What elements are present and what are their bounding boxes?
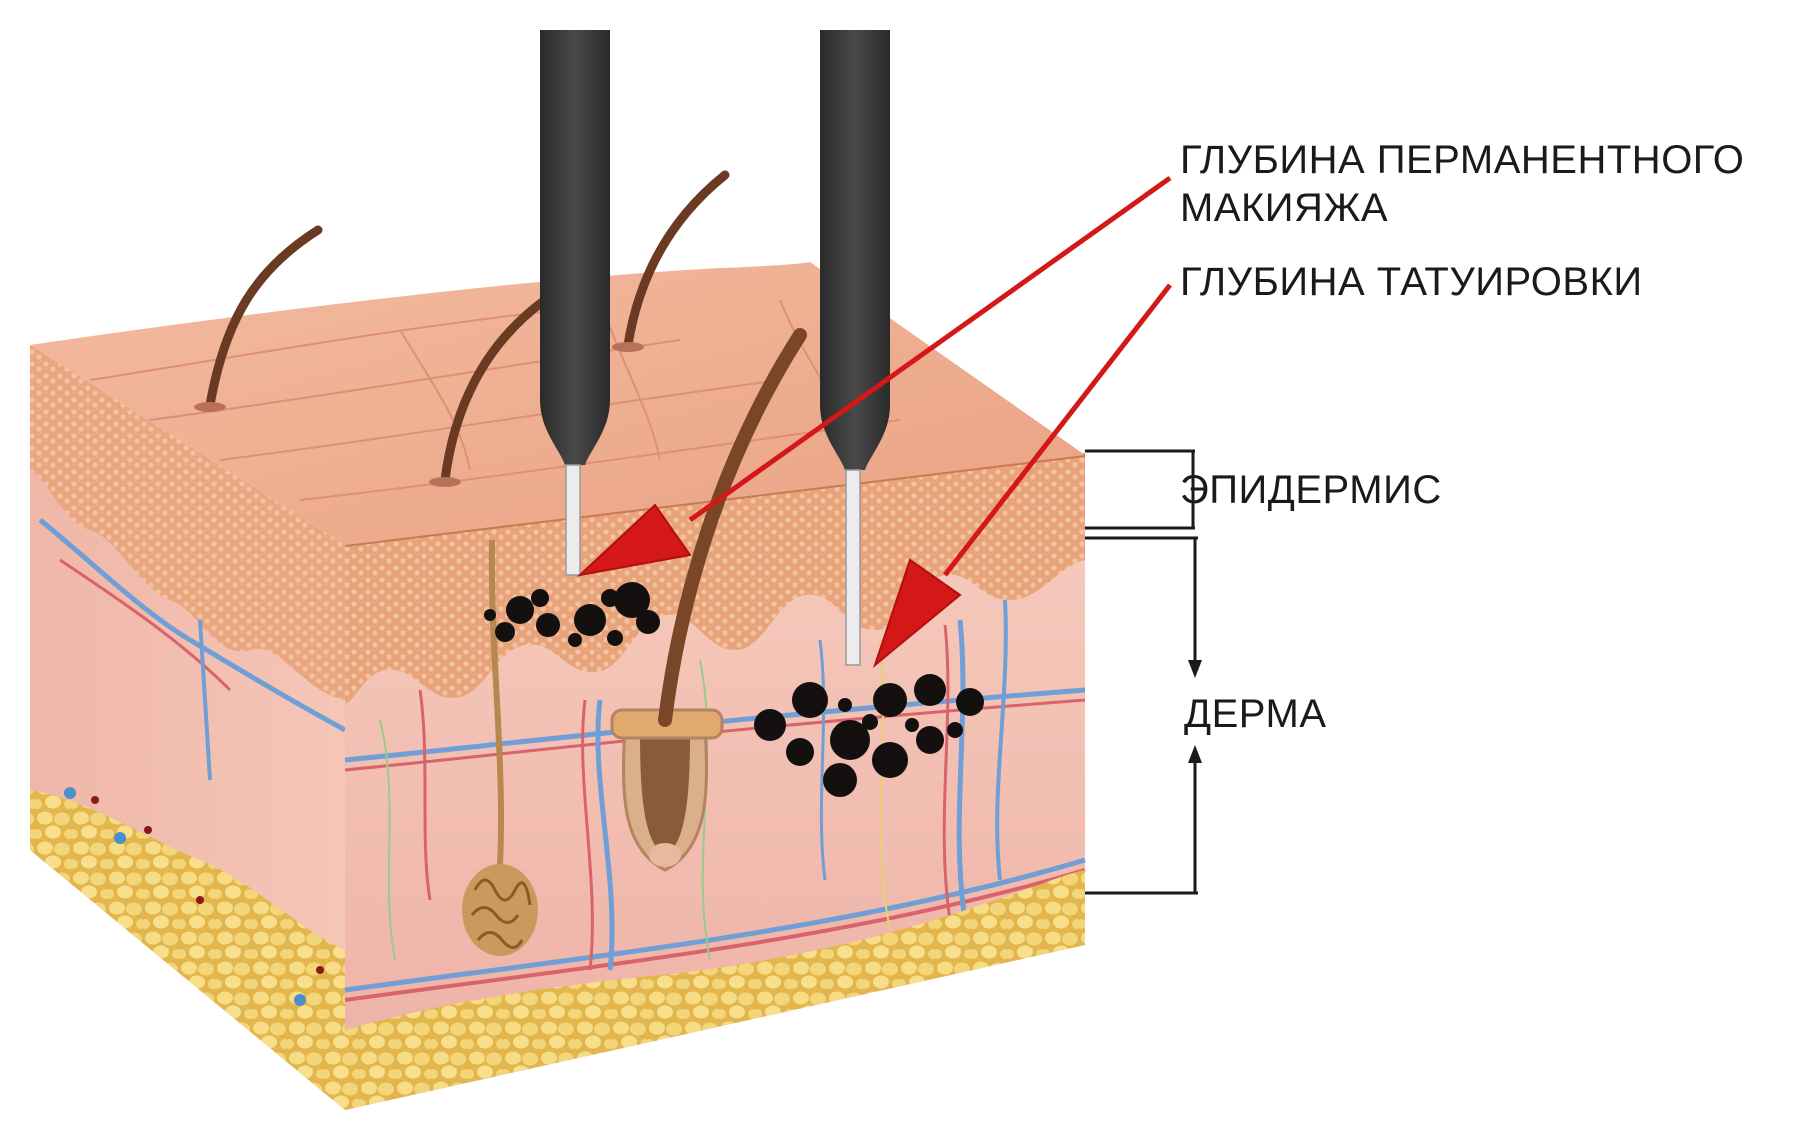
pmu-depth-label-line2: МАКИЯЖА [1180,186,1389,230]
pmu-depth-arrow [576,175,1172,577]
hairs [194,170,807,727]
dermis-label: ДЕРМА [1184,692,1327,736]
dermis-bracket [1085,536,1202,895]
pmu-depth-label: ГЛУБИНА ПЕРМАНЕНТНОГО МАКИЯЖА [1180,136,1744,232]
tattoo-needle [820,30,890,666]
pmu-needle [540,30,610,576]
skin-block-front-face [344,453,1086,1110]
sweat-gland [462,539,538,956]
epidermis-bracket [1085,449,1195,530]
epidermis-label: ЭПИДЕРМИС [1180,468,1442,512]
tattoo-pigment-cluster [754,674,984,797]
pmu-depth-label-line1: ГЛУБИНА ПЕРМАНЕНТНОГО [1180,138,1745,182]
hair-follicle [610,708,724,872]
tattoo-depth-label: ГЛУБИНА ТАТУИРОВКИ [1180,260,1643,304]
tattoo-depth-arrow [872,283,1172,668]
skin-block-left-face [30,345,347,1110]
pmu-pigment-cluster [484,582,660,647]
